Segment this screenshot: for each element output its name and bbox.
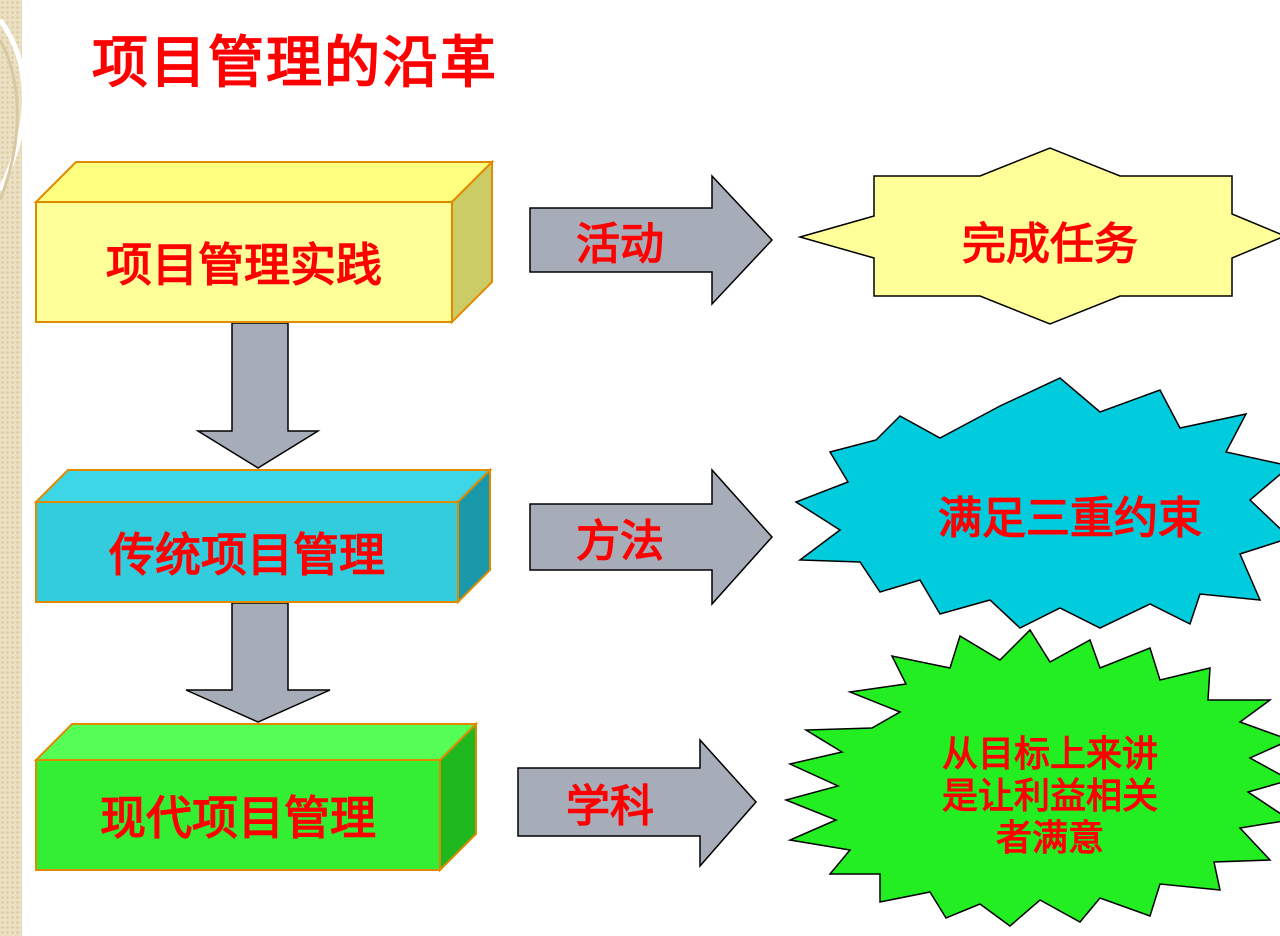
down-arrow-2 [185,602,331,723]
stage-label-modern: 现代项目管理 [100,791,376,845]
result-label-triple-constraint: 满足三重约束 [938,493,1202,544]
stage-box-practice [33,159,495,325]
slide-corner-decoration [0,18,27,201]
arrow-label-discipline: 学科 [566,781,654,832]
slide-side-border [0,0,22,936]
result-label-stakeholder-satisfaction: 从目标上来讲 是让利益相关 者满意 [880,722,1220,872]
result-line-2: 是让利益相关 [941,776,1158,817]
right-arrow-2 [529,468,774,606]
right-arrow-3 [517,738,758,868]
result-line-3: 者满意 [995,818,1104,859]
stage-box-modern [33,721,479,873]
result-shape-3 [783,628,1280,927]
result-line-1: 从目标上来讲 [941,734,1158,775]
slide-title: 项目管理的沿革 [92,31,498,96]
arrow-label-method: 方法 [576,516,664,567]
arrow-label-activity: 活动 [576,219,664,270]
result-shape-2 [794,377,1280,629]
result-label-complete-task: 完成任务 [962,219,1138,270]
right-arrow-1 [529,174,774,306]
result-shape-1 [797,147,1280,325]
stage-label-practice: 项目管理实践 [106,238,382,292]
down-arrow-1 [195,322,321,469]
stage-box-traditional [33,467,493,605]
stage-label-traditional: 传统项目管理 [109,528,385,582]
